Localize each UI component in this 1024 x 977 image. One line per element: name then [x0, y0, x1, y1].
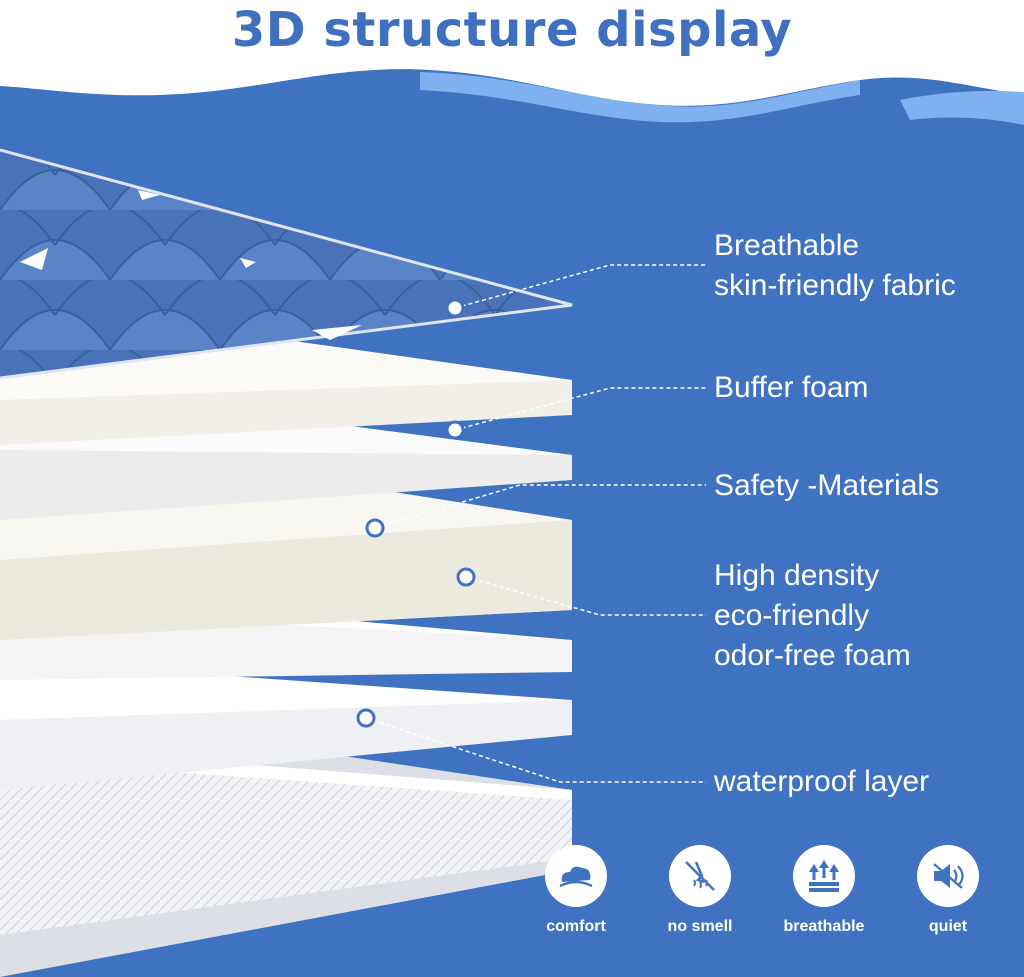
- no-smell-icon: [669, 845, 731, 907]
- page-title: 3D structure display: [231, 2, 793, 58]
- breathable-arrows-icon: [793, 845, 855, 907]
- feature-label-no-smell: no smell: [667, 918, 733, 935]
- layer-label-density: High density eco-friendly odor-free foam: [714, 559, 911, 672]
- layer-label-waterproof: waterproof layer: [714, 765, 930, 798]
- cloud-comfort-icon: [545, 845, 607, 907]
- feature-label-quiet: quiet: [928, 918, 968, 935]
- speaker-mute-icon: [917, 845, 979, 907]
- feature-label-breathable: breathable: [783, 918, 865, 935]
- layer-label-safety: Safety -Materials: [714, 469, 940, 502]
- feature-label-comfort: comfort: [546, 918, 606, 935]
- layer-label-buffer: Buffer foam: [714, 371, 869, 404]
- layer-label-fabric: Breathable skin-friendly fabric: [714, 229, 956, 302]
